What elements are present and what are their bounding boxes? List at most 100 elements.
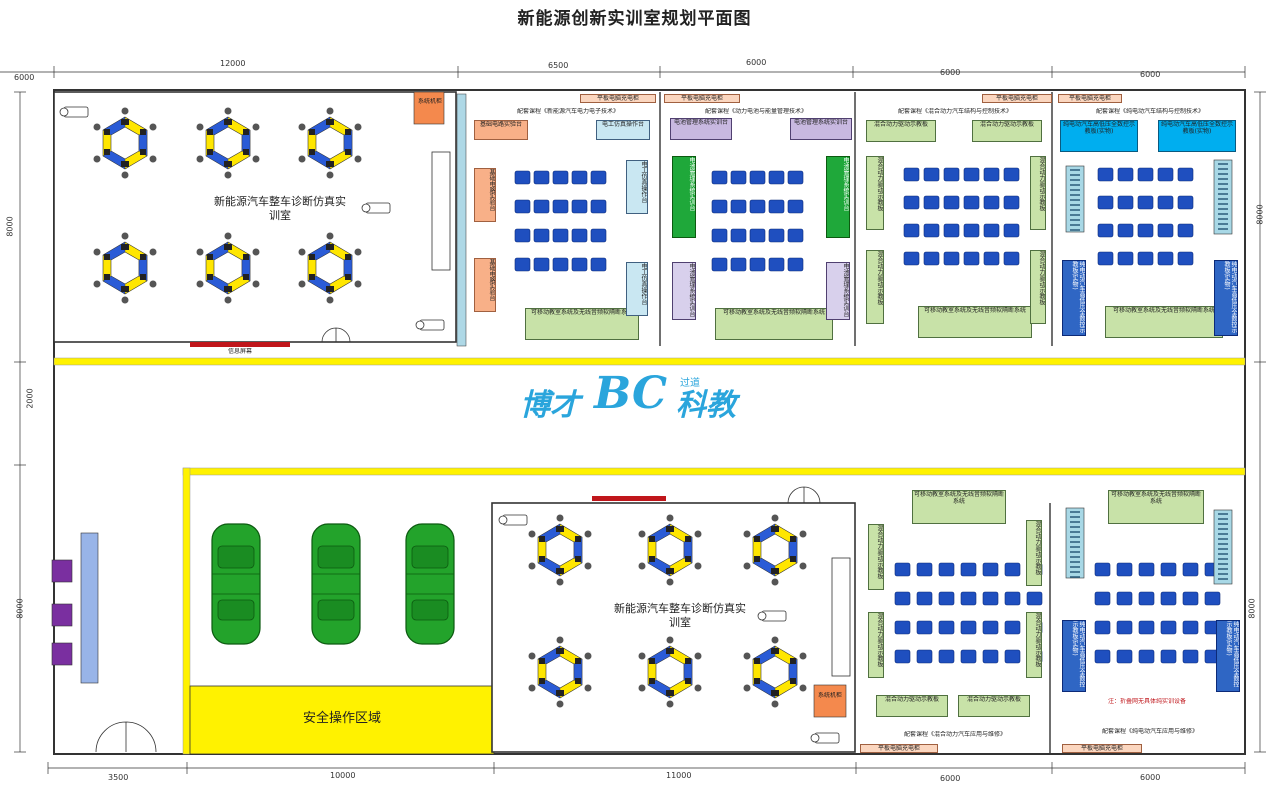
corridor-label: 过道 bbox=[680, 378, 700, 389]
student-seat bbox=[571, 170, 588, 185]
student-seat bbox=[533, 170, 550, 185]
student-seat bbox=[1182, 562, 1199, 577]
student-seat bbox=[1003, 251, 1020, 266]
student-seat bbox=[983, 223, 1000, 238]
dim-top-5: 6000 bbox=[940, 68, 961, 77]
equipment-boards bbox=[1065, 159, 1233, 585]
student-seat bbox=[1097, 195, 1114, 210]
side-board-violet-1: 电池管理系统实训台 bbox=[672, 262, 696, 320]
dim-top-2: 12000 bbox=[220, 59, 246, 68]
student-seat bbox=[1004, 649, 1021, 664]
student-seat bbox=[1182, 620, 1199, 635]
student-seat bbox=[1157, 167, 1174, 182]
student-seat bbox=[1157, 195, 1174, 210]
student-seat bbox=[1116, 649, 1133, 664]
student-seat bbox=[938, 620, 955, 635]
server-rack-top: 系统机柜 bbox=[417, 98, 442, 105]
student-seat bbox=[1094, 591, 1111, 606]
mobile-system-4: 可移动教室系统及无线音频软隔断系统 bbox=[1105, 306, 1223, 338]
student-seat bbox=[983, 251, 1000, 266]
logo-text-right: 科教 bbox=[676, 388, 736, 423]
student-seat bbox=[983, 195, 1000, 210]
student-seat bbox=[749, 228, 766, 243]
student-seat bbox=[514, 228, 531, 243]
side-board-cyan-1: 电工仿真操作台 bbox=[626, 160, 648, 214]
side-board-cyan-2: 电工仿真操作台 bbox=[626, 262, 648, 316]
charger-1: 平板电脑充电柜 bbox=[580, 94, 656, 103]
student-seat bbox=[903, 195, 920, 210]
side-board-hybrid-1: 混合动力驱动示教板 bbox=[866, 156, 884, 230]
student-seat bbox=[1004, 620, 1021, 635]
student-seat bbox=[894, 591, 911, 606]
student-seat bbox=[1137, 167, 1154, 182]
student-seat bbox=[1160, 562, 1177, 577]
course-label-5: 配套课程《混合动力汽车应用与维修》 bbox=[903, 731, 1006, 738]
info-screen-label: 信息屏幕 bbox=[227, 348, 252, 355]
student-seat bbox=[960, 620, 977, 635]
student-seat bbox=[1177, 195, 1194, 210]
student-seat bbox=[1138, 649, 1155, 664]
logo-text-left: 博才 bbox=[520, 388, 580, 423]
dim-top-4: 6000 bbox=[746, 58, 767, 67]
student-seat bbox=[711, 170, 728, 185]
student-seat bbox=[552, 257, 569, 272]
student-seat bbox=[787, 170, 804, 185]
student-seat bbox=[730, 170, 747, 185]
student-seat bbox=[943, 195, 960, 210]
student-seat bbox=[533, 228, 550, 243]
student-seat bbox=[571, 228, 588, 243]
student-seat bbox=[963, 195, 980, 210]
student-seat bbox=[982, 620, 999, 635]
student-seat bbox=[1138, 562, 1155, 577]
student-seat bbox=[916, 562, 933, 577]
battery-system-bench-1: 电池管理系统实训台 bbox=[670, 118, 732, 140]
corridor-bottom-band bbox=[182, 467, 1246, 476]
student-seat bbox=[1003, 167, 1020, 182]
dim-left-3: 8000 bbox=[15, 598, 25, 619]
mobile-system-5: 可移动教室系统及无线音频软隔断系统 bbox=[912, 490, 1006, 524]
student-seat bbox=[590, 257, 607, 272]
student-seat bbox=[787, 228, 804, 243]
mobile-system-3: 可移动教室系统及无线音频软隔断系统 bbox=[918, 306, 1032, 338]
room-label-sim-bottom: 新能源汽车整车诊断仿真实训室 bbox=[614, 602, 746, 629]
equipment-rack bbox=[1065, 507, 1085, 579]
charger-6: 平板电脑充电柜 bbox=[1062, 744, 1142, 753]
student-seat bbox=[1137, 223, 1154, 238]
student-seat bbox=[749, 199, 766, 214]
student-seat bbox=[1137, 251, 1154, 266]
student-seat bbox=[923, 167, 940, 182]
student-seat bbox=[894, 562, 911, 577]
plan-title: 新能源创新实训室规划平面图 bbox=[517, 9, 752, 29]
student-seat bbox=[514, 199, 531, 214]
server-rack-bottom: 系统机柜 bbox=[817, 692, 842, 699]
hybrid-demo-board-3: 混合动力驱动示教板 bbox=[876, 695, 948, 717]
ev-demo-board-1: 纯电动汽车高低压全数控示教板(实物) bbox=[1060, 120, 1138, 152]
mobile-system-1: 可移动教室系统及无线音频软隔断系统 bbox=[525, 308, 639, 340]
student-seat bbox=[903, 167, 920, 182]
electrician-sim-bench: 电工仿真操作台 bbox=[596, 120, 650, 140]
student-seat bbox=[749, 170, 766, 185]
charger-5: 平板电脑充电柜 bbox=[860, 744, 938, 753]
hybrid-demo-board-4: 混合动力驱动示教板 bbox=[958, 695, 1030, 717]
basic-circuit-bench: 基础电路实验台 bbox=[474, 120, 528, 140]
side-board-ev-4: 纯电动汽车高低压全数控示教板(实物) bbox=[1216, 620, 1240, 692]
room-label-sim-top: 新能源汽车整车诊断仿真实训室 bbox=[214, 195, 346, 222]
student-seat bbox=[938, 591, 955, 606]
dim-bottom-3: 11000 bbox=[666, 771, 692, 780]
student-seat bbox=[903, 223, 920, 238]
student-seat bbox=[552, 199, 569, 214]
student-seat bbox=[1138, 591, 1155, 606]
student-seat bbox=[923, 223, 940, 238]
dim-top-3: 6500 bbox=[548, 61, 569, 70]
student-seat bbox=[1094, 649, 1111, 664]
student-seat bbox=[1026, 591, 1043, 606]
student-seat bbox=[571, 199, 588, 214]
dim-bottom-2: 10000 bbox=[330, 771, 356, 780]
charger-4: 平板电脑充电柜 bbox=[1058, 94, 1122, 103]
charger-3: 平板电脑充电柜 bbox=[982, 94, 1052, 103]
student-seat bbox=[894, 649, 911, 664]
student-seat bbox=[1097, 223, 1114, 238]
course-label-1: 配套课程《新能源汽车电力电子技术》 bbox=[516, 108, 619, 115]
student-seat bbox=[1138, 620, 1155, 635]
